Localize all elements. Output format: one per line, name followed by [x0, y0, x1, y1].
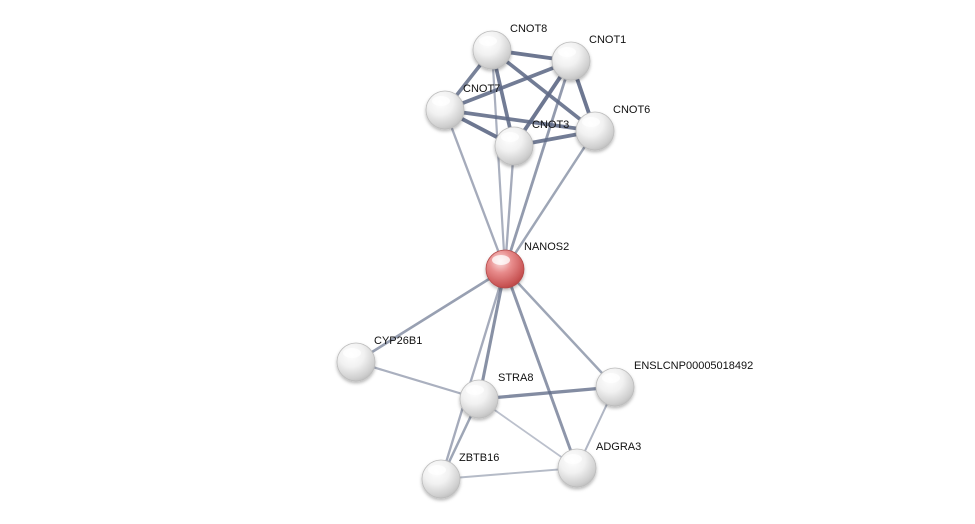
- node-highlight: [558, 47, 576, 57]
- node-label-cnot6: CNOT6: [613, 104, 650, 116]
- node-cnot7[interactable]: CNOT7: [425, 83, 500, 130]
- edge-nanos2-stra8[interactable]: [477, 267, 507, 401]
- node-nanos2[interactable]: NANOS2: [485, 241, 569, 289]
- node-label-adgra3: ADGRA3: [596, 441, 641, 453]
- node-highlight: [466, 385, 484, 395]
- node-zbtb16[interactable]: ZBTB16: [421, 452, 499, 499]
- node-adgra3[interactable]: ADGRA3: [557, 441, 641, 488]
- node-cnot3[interactable]: CNOT3: [494, 119, 569, 166]
- edge-nanos2-cyp26b1[interactable]: [354, 267, 507, 364]
- node-highlight: [492, 255, 510, 265]
- edge-nanos2-cnot1[interactable]: [503, 59, 573, 271]
- node-label-enslcnp00005018492: ENSLCNP00005018492: [634, 360, 753, 372]
- edge-nanos2-enslcnp00005018492[interactable]: [503, 267, 617, 389]
- edge-nanos2-zbtb16[interactable]: [439, 267, 507, 481]
- node-label-cnot8: CNOT8: [510, 23, 547, 35]
- node-cnot6[interactable]: CNOT6: [575, 104, 650, 151]
- node-highlight: [582, 117, 600, 127]
- node-highlight: [501, 132, 519, 142]
- node-highlight: [479, 36, 497, 46]
- node-label-cnot1: CNOT1: [589, 34, 626, 46]
- edge-cnot1-cnot7[interactable]: [443, 59, 573, 112]
- node-stra8[interactable]: STRA8: [459, 372, 533, 419]
- node-label-nanos2: NANOS2: [524, 241, 569, 253]
- edge-nanos2-cnot8[interactable]: [490, 48, 507, 271]
- node-highlight: [343, 348, 361, 358]
- edge-nanos2-cnot3[interactable]: [503, 144, 516, 271]
- node-highlight: [428, 465, 446, 475]
- edge-nanos2-cnot6[interactable]: [503, 129, 597, 271]
- node-cnot1[interactable]: CNOT1: [551, 34, 626, 81]
- edge-nanos2-cnot7[interactable]: [443, 108, 507, 271]
- node-cyp26b1[interactable]: CYP26B1: [336, 335, 422, 382]
- node-label-zbtb16: ZBTB16: [459, 452, 499, 464]
- node-enslcnp00005018492[interactable]: ENSLCNP00005018492: [595, 360, 753, 407]
- edge-zbtb16-adgra3[interactable]: [440, 467, 578, 480]
- node-highlight: [564, 454, 582, 464]
- edge-cyp26b1-stra8[interactable]: [354, 360, 481, 401]
- node-highlight: [602, 373, 620, 383]
- node-highlight: [432, 96, 450, 106]
- node-label-stra8: STRA8: [498, 372, 533, 384]
- edge-stra8-adgra3[interactable]: [478, 398, 578, 469]
- node-cnot8[interactable]: CNOT8: [472, 23, 547, 70]
- edge-cnot7-cnot6[interactable]: [443, 108, 597, 133]
- node-label-cyp26b1: CYP26B1: [374, 335, 422, 347]
- edge-stra8-enslcnp00005018492[interactable]: [477, 385, 617, 401]
- edge-nanos2-adgra3[interactable]: [503, 267, 579, 470]
- node-label-cnot3: CNOT3: [532, 119, 569, 131]
- node-label-cnot7: CNOT7: [463, 83, 500, 95]
- edge-cnot8-cnot6[interactable]: [490, 48, 597, 133]
